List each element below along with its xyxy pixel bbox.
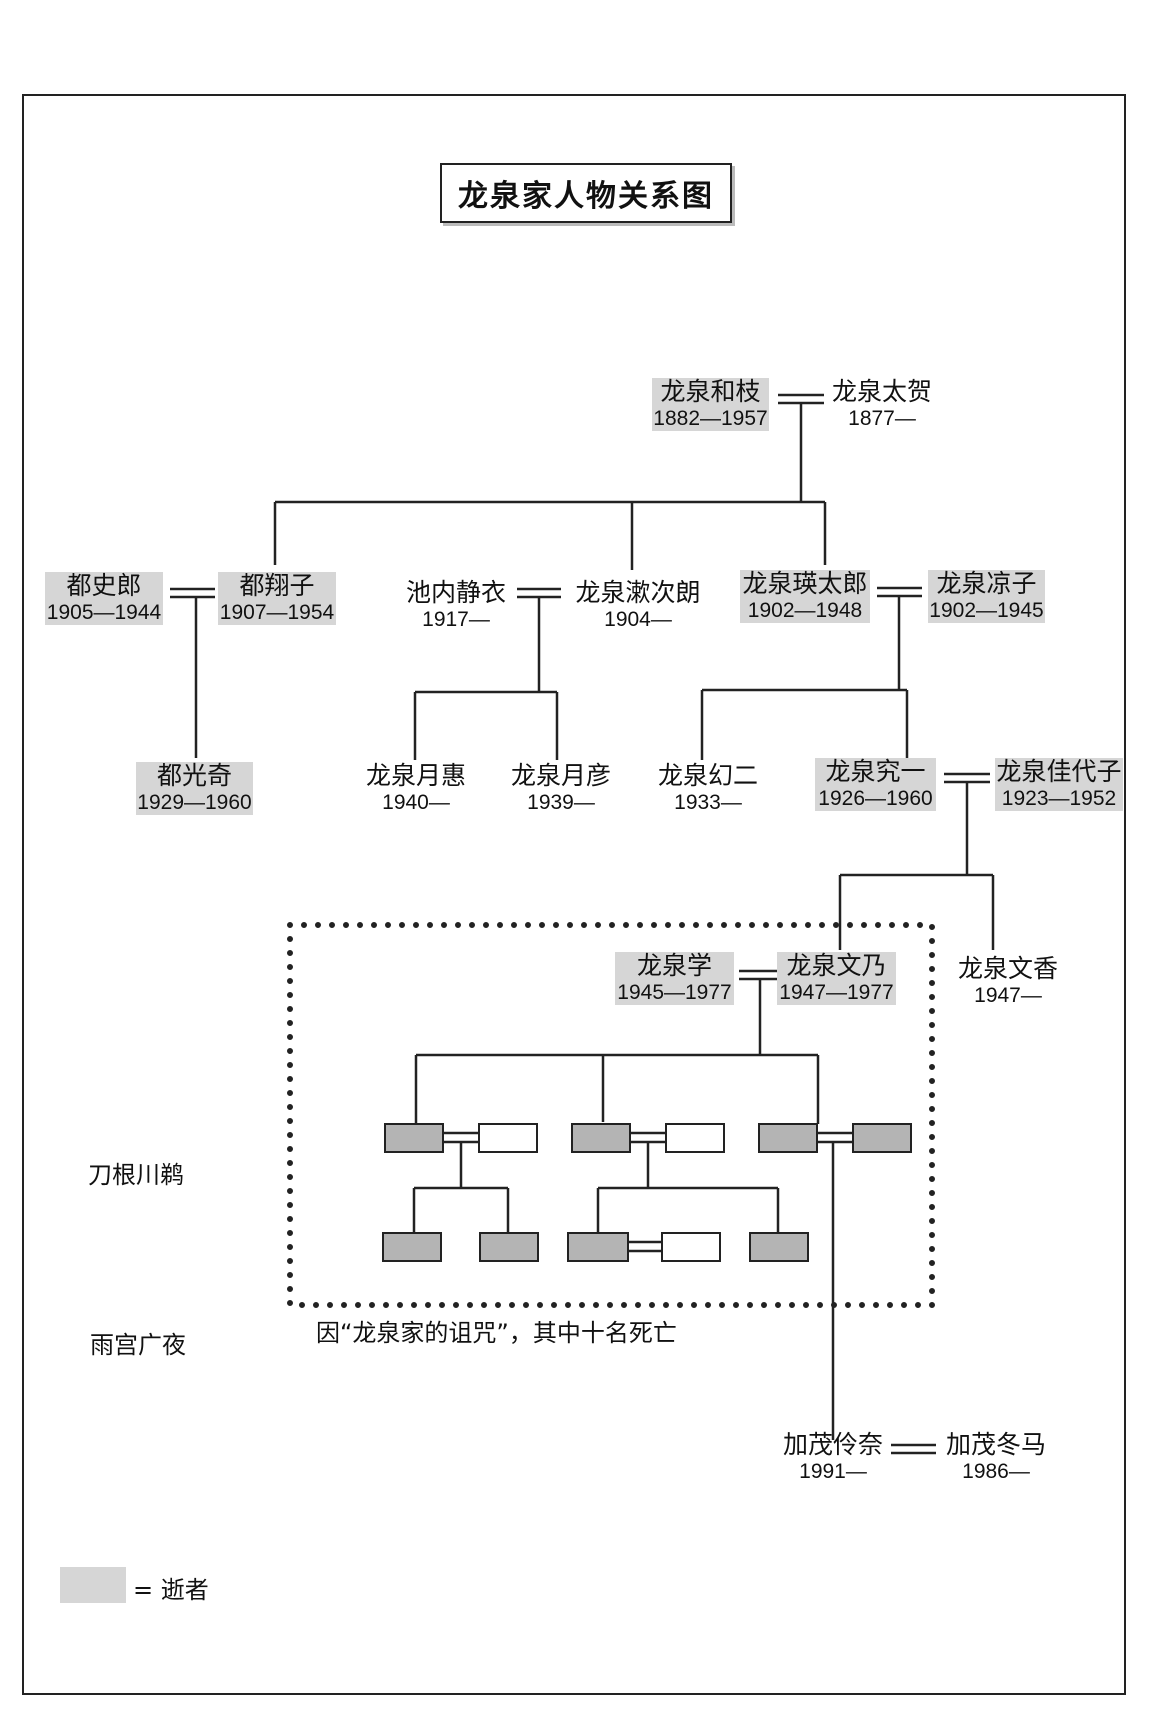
unnamed-box-deceased <box>384 1123 444 1153</box>
person-years: 1933— <box>674 790 742 814</box>
person-years: 1939— <box>527 790 595 814</box>
person-toma: 加茂冬马 1986— <box>938 1430 1054 1484</box>
person-name: 龙泉文乃 <box>786 951 887 980</box>
unnamed-box-deceased <box>567 1232 629 1262</box>
person-years: 1940— <box>382 790 450 814</box>
person-koki: 都光奇 1929—1960 <box>136 761 253 815</box>
person-name: 加茂伶奈 <box>782 1430 883 1459</box>
person-genji: 龙泉幻二 1933— <box>650 761 766 815</box>
person-reina: 加茂伶奈 1991— <box>775 1430 891 1484</box>
person-name: 龙泉学 <box>636 951 712 980</box>
diagram-title: 龙泉家人物关系图 <box>440 163 732 223</box>
person-name: 龙泉月惠 <box>365 761 466 790</box>
person-name: 龙泉究一 <box>825 757 926 786</box>
person-kayoko: 龙泉佳代子 1923—1952 <box>995 757 1123 811</box>
unnamed-box-deceased <box>571 1123 631 1153</box>
person-years: 1945—1977 <box>617 980 732 1004</box>
person-years: 1986— <box>962 1459 1030 1483</box>
person-name: 龙泉和枝 <box>660 377 761 406</box>
person-years: 1904— <box>604 607 672 631</box>
person-years: 1877— <box>848 406 916 430</box>
unnamed-box-deceased <box>758 1123 818 1153</box>
person-name: 龙泉瑛太郎 <box>742 569 868 598</box>
person-name: 龙泉文香 <box>957 954 1058 983</box>
unnamed-box-living <box>661 1232 721 1262</box>
person-sojiro: 龙泉漱次朗 1904— <box>568 578 708 632</box>
unnamed-box-deceased <box>382 1232 442 1262</box>
person-name: 加茂冬马 <box>945 1430 1046 1459</box>
side-label-amamiya: 雨宫广夜 <box>90 1331 186 1359</box>
person-manabu: 龙泉学 1945—1977 <box>615 951 734 1005</box>
person-years: 1929—1960 <box>137 790 252 814</box>
person-years: 1902—1948 <box>747 598 863 622</box>
person-years: 1917— <box>422 607 490 631</box>
person-tsukihiko: 龙泉月彦 1939— <box>503 761 619 815</box>
curse-caption: 因“龙泉家的诅咒”，其中十名死亡 <box>316 1319 677 1347</box>
person-years: 1923—1952 <box>1001 786 1117 810</box>
person-years: 1905—1944 <box>46 600 162 624</box>
person-name: 龙泉幻二 <box>657 761 758 790</box>
person-name: 池内静衣 <box>405 578 506 607</box>
person-taga: 龙泉太贺 1877— <box>828 377 936 431</box>
person-name: 龙泉月彦 <box>510 761 611 790</box>
unnamed-box-deceased <box>749 1232 809 1262</box>
cursed-group-border <box>287 922 935 1308</box>
person-kazue: 龙泉和枝 1882—1957 <box>652 377 769 431</box>
person-name: 都史郎 <box>66 571 142 600</box>
unnamed-box-deceased <box>479 1232 539 1262</box>
person-name: 龙泉漱次朗 <box>575 578 701 607</box>
person-fumino: 龙泉文乃 1947—1977 <box>777 951 896 1005</box>
diagram-frame <box>22 94 1126 1695</box>
person-tsukie: 龙泉月惠 1940— <box>358 761 474 815</box>
person-name: 龙泉佳代子 <box>996 757 1122 786</box>
person-kyuichi: 龙泉究一 1926—1960 <box>815 757 936 811</box>
person-years: 1926—1960 <box>818 786 933 810</box>
unnamed-box-living <box>665 1123 725 1153</box>
person-shiro: 都史郎 1905—1944 <box>45 571 163 625</box>
person-years: 1882—1957 <box>653 406 768 430</box>
side-label-tonegawa: 刀根川鹈 <box>88 1161 184 1189</box>
person-years: 1947—1977 <box>779 980 894 1004</box>
person-years: 1991— <box>799 1459 867 1483</box>
person-shoko: 都翔子 1907—1954 <box>218 571 336 625</box>
title-text: 龙泉家人物关系图 <box>458 179 714 214</box>
person-shizue: 池内静衣 1917— <box>400 578 512 632</box>
person-years: 1902—1945 <box>929 598 1044 622</box>
person-ryoko: 龙泉凉子 1902—1945 <box>928 569 1045 623</box>
person-fumika: 龙泉文香 1947— <box>950 954 1066 1008</box>
person-name: 龙泉凉子 <box>936 569 1037 598</box>
legend-label: = 逝者 <box>133 1576 209 1604</box>
person-name: 龙泉太贺 <box>831 377 932 406</box>
unnamed-box-deceased <box>852 1123 912 1153</box>
unnamed-box-living <box>478 1123 538 1153</box>
person-name: 都翔子 <box>239 571 315 600</box>
legend-deceased-swatch <box>60 1567 126 1603</box>
person-eitaro: 龙泉瑛太郎 1902—1948 <box>740 569 870 623</box>
person-years: 1947— <box>974 983 1042 1007</box>
person-name: 都光奇 <box>156 761 232 790</box>
person-years: 1907—1954 <box>219 600 335 624</box>
